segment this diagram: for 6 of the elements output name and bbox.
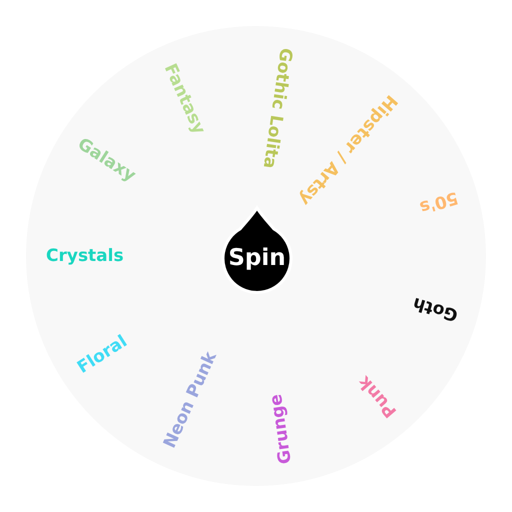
wheel-segment-label: Crystals [46,245,124,267]
wheel-segment-label: Gothic Lolita [258,46,297,170]
wheel-segment-label: Grunge [265,392,297,466]
spin-button: Spin [219,205,295,297]
wheel-segment-label: 50's [416,186,461,218]
wheel-segment-label: Goth [410,292,461,326]
